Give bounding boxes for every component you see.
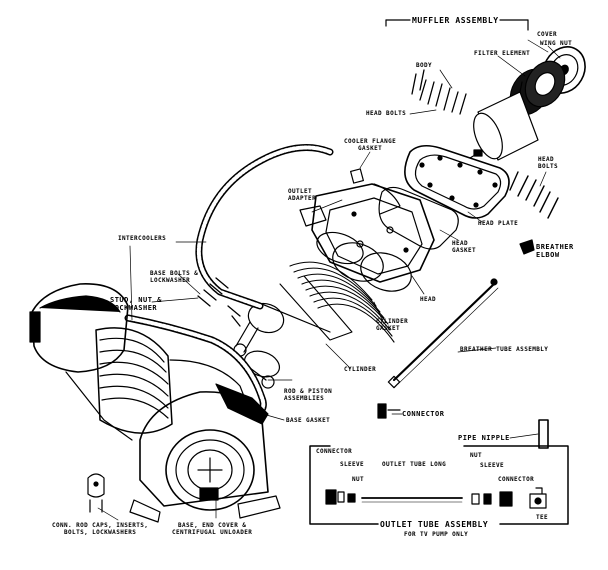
- breather-elbow-drawing: [519, 239, 535, 255]
- label-outlet-adapter: OUTLET ADAPTER: [288, 188, 316, 202]
- label-cover: COVER: [537, 31, 558, 38]
- label-breather-elbow-line1: BREATHER: [536, 243, 574, 251]
- label-cylinder-gasket-line2: GASKET: [376, 325, 401, 332]
- label-head: HEAD: [420, 296, 437, 303]
- breather-tube-drawing: [387, 278, 499, 389]
- conn-rod-caps-drawing: [87, 473, 105, 513]
- label-body: BODY: [416, 62, 433, 69]
- label-rod-piston-line2: ASSEMBLIES: [284, 395, 325, 402]
- label-base-gasket: BASE GASKET: [286, 417, 331, 424]
- label-head-bolts-right: HEAD BOLTS: [538, 156, 558, 170]
- label-conn-rod-caps-line2: BOLTS, LOCKWASHERS: [64, 529, 137, 536]
- label-outlet-tube-sub: FOR TV PUMP ONLY: [404, 531, 469, 538]
- label-cooler-flange-gasket-line2: GASKET: [358, 145, 383, 152]
- studs-drawing: [197, 277, 241, 327]
- label-head-gasket: HEAD GASKET: [452, 240, 476, 254]
- label-base-end-cover-line1: BASE, END COVER &: [178, 522, 247, 529]
- muffler-assembly-drawing: [385, 19, 586, 161]
- label-head-bolts-right-line2: BOLTS: [538, 163, 559, 170]
- label-tee: TEE: [536, 514, 549, 521]
- head-bolts-top-drawing: [411, 69, 467, 115]
- label-head-gasket-line2: GASKET: [452, 247, 477, 254]
- label-stud-nut-line2: LOCKWASHER: [110, 304, 158, 312]
- compressor-base-drawing: [29, 283, 281, 523]
- label-stud-nut: STUD, NUT & LOCKWASHER: [110, 296, 162, 312]
- intercooler-coil-drawing: [124, 144, 334, 418]
- label-stud-nut-line1: STUD, NUT &: [110, 296, 162, 304]
- label-sleeve-left: SLEEVE: [340, 461, 365, 468]
- label-head-bolts-top: HEAD BOLTS: [366, 110, 407, 117]
- label-outlet-adapter-line1: OUTLET: [288, 188, 313, 195]
- label-head-plate: HEAD PLATE: [478, 220, 519, 227]
- label-pipe-nipple: PIPE NIPPLE: [458, 434, 510, 442]
- label-conn-rod-caps-line1: CONN. ROD CAPS, INSERTS,: [52, 522, 149, 529]
- leader-lines: [97, 39, 561, 521]
- cylinder-gasket-drawing: [316, 231, 412, 292]
- rod-piston-drawing: [233, 299, 331, 389]
- label-connector-main: CONNECTOR: [402, 410, 445, 418]
- label-sleeve-right: SLEEVE: [480, 462, 505, 469]
- label-outlet-adapter-line2: ADAPTER: [288, 195, 317, 202]
- label-cooler-flange-gasket-line1: COOLER FLANGE: [344, 138, 397, 145]
- label-base-bolts: BASE BOLTS & LOCKWASHER: [150, 270, 198, 284]
- label-nut-left: NUT: [352, 476, 365, 483]
- label-breather-elbow: BREATHER ELBOW: [536, 243, 574, 259]
- label-cylinder-gasket-line1: CYLINDER: [376, 318, 409, 325]
- label-filter-element: FILTER ELEMENT: [474, 50, 531, 57]
- label-base-end-cover: BASE, END COVER & CENTRIFUGAL UNLOADER: [172, 522, 252, 536]
- head-plate-drawing: [404, 144, 559, 219]
- label-cylinder-gasket: CYLINDER GASKET: [376, 318, 408, 332]
- label-cylinder: CYLINDER: [344, 366, 377, 373]
- label-breather-elbow-line2: ELBOW: [536, 251, 560, 259]
- connector-drawing: [377, 403, 401, 419]
- label-rod-piston-line1: ROD & PISTON: [284, 388, 333, 395]
- label-head-bolts-right-line1: HEAD: [538, 156, 555, 163]
- label-base-end-cover-line2: CENTRIFUGAL UNLOADER: [172, 529, 253, 536]
- head-bolts-right-drawing: [509, 171, 559, 219]
- label-muffler-assembly: MUFFLER ASSEMBLY: [412, 16, 499, 25]
- label-connector-box: CONNECTOR: [316, 448, 353, 455]
- label-connector-right: CONNECTOR: [498, 476, 535, 483]
- head-gasket-drawing: [378, 186, 459, 250]
- label-rod-piston: ROD & PISTON ASSEMBLIES: [284, 388, 332, 402]
- head-drawing: [299, 168, 435, 283]
- label-conn-rod-caps: CONN. ROD CAPS, INSERTS, BOLTS, LOCKWASH…: [52, 522, 148, 536]
- label-cooler-flange-gasket: COOLER FLANGE GASKET: [344, 138, 396, 152]
- label-head-gasket-line1: HEAD: [452, 240, 469, 247]
- label-wing-nut: WING NUT: [540, 40, 573, 47]
- pipe-nipple-drawing: [538, 419, 549, 449]
- label-base-bolts-line2: LOCKWASHER: [150, 277, 191, 284]
- label-outlet-tube-assembly: OUTLET TUBE ASSEMBLY: [380, 520, 489, 529]
- cylinder-drawing: [279, 261, 395, 343]
- label-base-bolts-line1: BASE BOLTS &: [150, 270, 199, 277]
- label-nut-right: NUT: [470, 452, 483, 459]
- label-outlet-tube-long: OUTLET TUBE LONG: [382, 461, 447, 468]
- label-intercoolers: INTERCOOLERS: [118, 235, 167, 242]
- label-breather-tube-assembly: BREATHER TUBE ASSEMBLY: [460, 346, 549, 353]
- outlet-tube-assembly-box: [309, 445, 569, 525]
